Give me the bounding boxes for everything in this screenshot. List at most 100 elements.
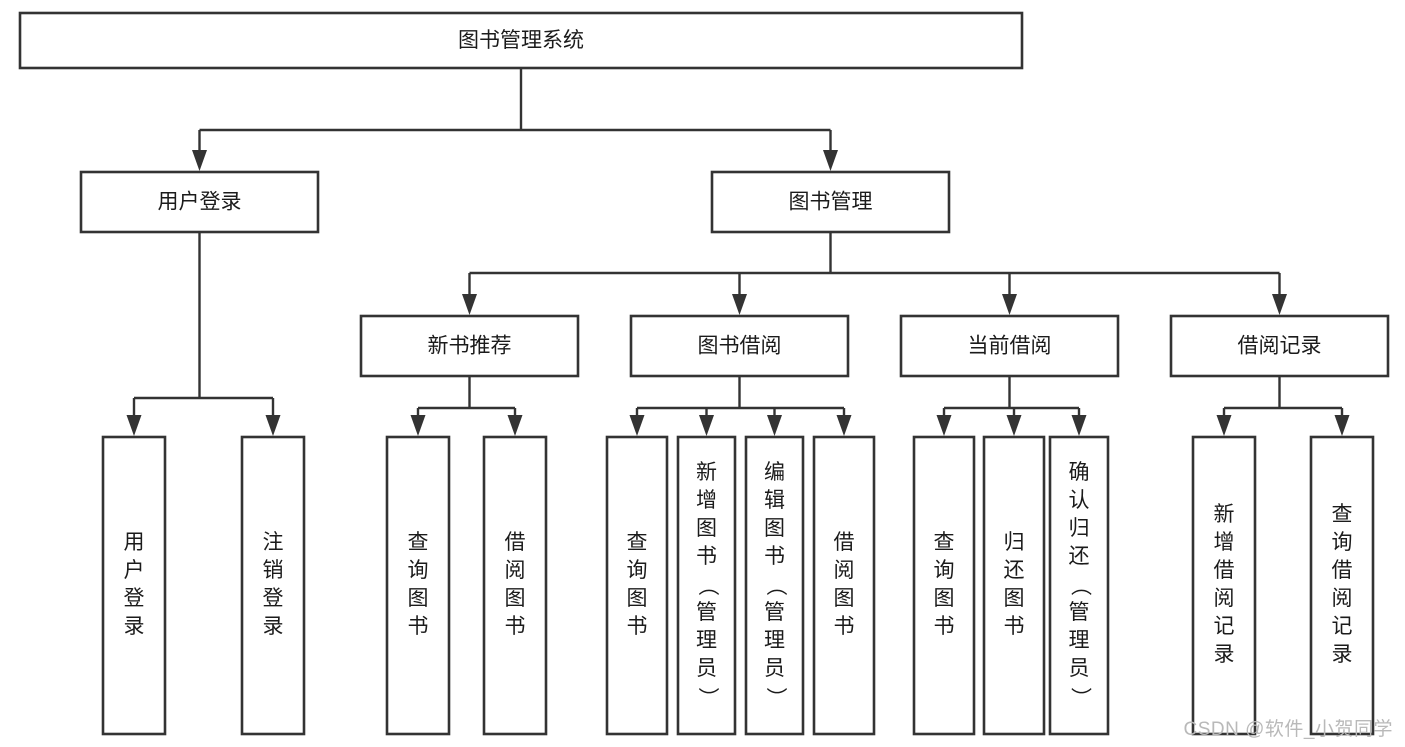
node-label-char: 归 [1069, 517, 1090, 540]
edge-group-current-borrow [936, 376, 1087, 436]
node-current-borrow[interactable]: 当前借阅 [899, 314, 1120, 378]
node-label-char: 理 [696, 629, 717, 652]
node-label-char: 询 [1332, 531, 1353, 554]
node-label-char: 录 [1332, 643, 1353, 666]
edge-group-book-borrow [629, 376, 852, 436]
node-book-manage[interactable]: 图书管理 [710, 170, 951, 234]
edge-group-book-manage [462, 232, 1287, 315]
node-box[interactable] [482, 435, 548, 736]
node-label-char: 录 [263, 615, 284, 638]
node-box[interactable] [982, 435, 1046, 736]
node-box[interactable] [18, 11, 1024, 70]
node-root[interactable]: 图书管理系统 [18, 11, 1024, 70]
arrow-head-icon [699, 415, 714, 436]
node-label-char: 记 [1332, 615, 1353, 638]
node-label-char: 户 [124, 559, 145, 582]
node-label-char: （ [696, 575, 719, 596]
node-label: 当前借阅 [968, 335, 1052, 358]
node-box[interactable] [744, 435, 805, 736]
node-label-char: 员 [764, 657, 785, 680]
node-box[interactable] [676, 435, 737, 736]
node-label-char: 询 [408, 559, 429, 582]
node-label: 借阅记录 [1238, 335, 1322, 358]
node-label-char: 图 [505, 587, 526, 610]
node-label-char: 认 [1069, 489, 1090, 512]
node-label: 用户登录 [158, 191, 242, 214]
arrow-head-icon [629, 415, 645, 436]
node-leaf-user-login[interactable]: 用户登录 [101, 435, 167, 736]
arrow-head-icon [1071, 415, 1087, 436]
node-label-char: 登 [263, 587, 284, 610]
node-label-char: 管 [1069, 601, 1090, 624]
node-box[interactable] [1309, 435, 1375, 736]
node-box[interactable] [912, 435, 976, 736]
node-label-char: 图 [834, 587, 855, 610]
node-label-char: 图 [934, 587, 955, 610]
node-label-char: 还 [1069, 545, 1090, 568]
node-book-borrow[interactable]: 图书借阅 [629, 314, 850, 378]
node-box[interactable] [385, 435, 451, 736]
node-label-char: 图 [696, 517, 717, 540]
node-label: 图书管理系统 [458, 29, 584, 52]
node-label-char: 员 [1069, 657, 1090, 680]
node-label-char: 新 [696, 461, 717, 484]
node-box[interactable] [359, 314, 580, 378]
arrow-head-icon [410, 415, 426, 436]
edges-layer [126, 68, 1350, 436]
arrow-head-icon [1334, 415, 1350, 436]
node-label-char: 书 [834, 615, 855, 638]
node-label-char: 确 [1069, 461, 1090, 484]
edge-group-root [192, 68, 838, 171]
node-label-char: 询 [627, 559, 648, 582]
node-user-login[interactable]: 用户登录 [79, 170, 320, 234]
node-label-char: 借 [834, 531, 855, 554]
node-box[interactable] [812, 435, 876, 736]
node-label-char: 图 [627, 587, 648, 610]
node-label-char: 查 [1332, 503, 1353, 526]
node-label-char: 新 [1214, 503, 1235, 526]
node-box[interactable] [1048, 435, 1110, 736]
node-box[interactable] [240, 435, 306, 736]
node-label-char: 增 [696, 489, 717, 512]
node-label-char: （ [1068, 575, 1091, 596]
node-box[interactable] [79, 170, 320, 234]
node-label-char: 书 [764, 545, 785, 568]
node-label-char: ） [1068, 687, 1091, 708]
node-box[interactable] [710, 170, 951, 234]
node-borrow-record[interactable]: 借阅记录 [1169, 314, 1390, 378]
node-label-char: 编 [764, 461, 785, 484]
node-box[interactable] [101, 435, 167, 736]
node-label-char: 管 [696, 601, 717, 624]
arrow-head-icon [1006, 415, 1022, 436]
node-box[interactable] [1169, 314, 1390, 378]
node-label-char: 书 [505, 615, 526, 638]
node-label-char: 增 [1214, 531, 1235, 554]
node-box[interactable] [629, 314, 850, 378]
edge-group-new-book-rec [410, 376, 523, 436]
node-label-char: （ [764, 575, 787, 596]
node-box[interactable] [605, 435, 669, 736]
node-label-char: 理 [764, 629, 785, 652]
node-label-char: 注 [263, 531, 284, 554]
arrow-head-icon [732, 294, 747, 315]
node-label-char: 书 [408, 615, 429, 638]
node-label-char: 查 [934, 531, 955, 554]
node-new-book-rec[interactable]: 新书推荐 [359, 314, 580, 378]
node-box[interactable] [1191, 435, 1257, 736]
node-label-char: 员 [696, 657, 717, 680]
nodes-layer: 图书管理系统用户登录图书管理新书推荐图书借阅当前借阅借阅记录用户登录注销登录查询… [18, 11, 1390, 736]
edge-group-user-login [126, 232, 281, 436]
node-box[interactable] [899, 314, 1120, 378]
